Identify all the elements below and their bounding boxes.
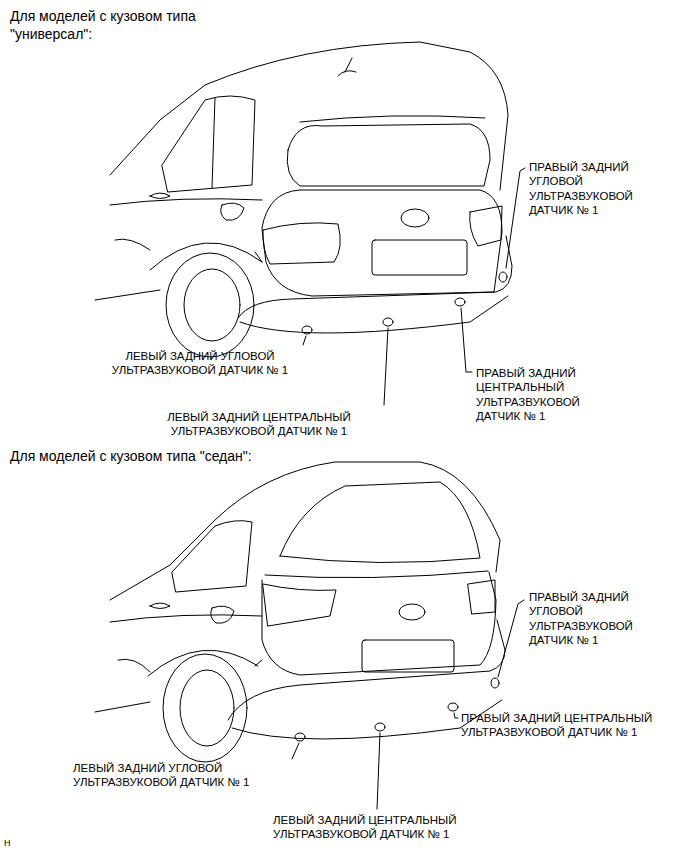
sensor — [375, 723, 385, 731]
sedan-right-taillight — [468, 580, 495, 614]
wagon-right-taillight — [470, 206, 502, 246]
leader-line — [506, 168, 525, 268]
leader-line — [498, 600, 524, 677]
wagon-bumper — [238, 236, 512, 333]
wagon-wheel-arch — [150, 243, 262, 270]
part-name: ПРАВЫЙ ЗАДНИЙ ЦЕНТРАЛЬНЫЙ УЛЬТРАЗВУКОВОЙ… — [476, 366, 606, 424]
sedan-rear-window — [280, 482, 480, 563]
leader-line — [454, 713, 458, 718]
sedan-left-taillight — [263, 584, 336, 626]
part-name: ЛЕВЫЙ ЗАДНИЙ УГЛОВОЙ УЛЬТРАЗВУКОВОЙ ДАТЧ… — [73, 761, 291, 790]
leader-line — [384, 328, 388, 405]
leader-line — [303, 336, 306, 345]
sensor — [383, 318, 393, 326]
wagon-door-handle — [150, 193, 170, 199]
figure-code: H — [4, 838, 24, 849]
part-name: ЛЕВЫЙ ЗАДНИЙ ЦЕНТРАЛЬНЫЙ УЛЬТРАЗВУКОВОЙ … — [273, 813, 523, 842]
sedan-license-plate — [362, 640, 454, 672]
sedan-trunk-edge — [265, 571, 488, 578]
sedan-drawing — [95, 462, 524, 809]
part-name: ПРАВЫЙ ЗАДНИЙ УГЛОВОЙ УЛЬТРАЗВУКОВОЙ ДАТ… — [529, 590, 659, 648]
wagon-tire — [166, 253, 254, 357]
sedan-fuel-door — [211, 606, 234, 623]
section-heading: Для моделей с кузовом типа "универсал": — [10, 8, 280, 43]
sensor — [295, 733, 305, 741]
wagon-emblem — [401, 209, 429, 227]
wagon-side-window — [162, 96, 255, 192]
part-name: ЛЕВЫЙ ЗАДНИЙ ЦЕНТРАЛЬНЫЙ УЛЬТРАЗВУКОВОЙ … — [145, 410, 373, 439]
leader-line — [377, 733, 380, 809]
sensor — [455, 298, 465, 306]
sensor — [491, 678, 499, 688]
leader-line — [292, 743, 299, 759]
sedan-rim — [180, 670, 234, 746]
sedan-tire — [163, 654, 247, 762]
wagon-body-side — [95, 199, 262, 300]
section-heading: Для моделей с кузовом типа "седан": — [10, 448, 410, 466]
sedan-emblem — [399, 604, 425, 620]
sedan-door-handle — [150, 603, 170, 609]
part-name: ЛЕВЫЙ ЗАДНИЙ УГЛОВОЙ УЛЬТРАЗВУКОВОЙ ДАТЧ… — [90, 349, 310, 378]
part-name: ПРАВЫЙ ЗАДНИЙ УГЛОВОЙ УЛЬТРАЗВУКОВОЙ ДАТ… — [529, 160, 659, 218]
sensor — [302, 326, 312, 334]
wagon-antenna — [338, 58, 356, 76]
leader-line — [461, 308, 472, 372]
sensor — [448, 703, 458, 711]
wagon-roof — [110, 42, 508, 190]
wagon-tailgate — [262, 190, 502, 296]
wagon-license-plate — [372, 240, 467, 275]
sedan-body-side — [95, 615, 262, 712]
wagon-fuel-door — [221, 203, 244, 220]
sedan-rear-panel — [262, 572, 496, 675]
wagon-rim — [184, 269, 240, 341]
wagon-left-taillight — [263, 223, 340, 264]
sensor — [499, 272, 507, 282]
sedan-side-window — [172, 521, 252, 592]
sedan-roof — [110, 462, 500, 600]
part-name: ПРАВЫЙ ЗАДНИЙ ЦЕНТРАЛЬНЫЙ УЛЬТРАЗВУКОВОЙ… — [461, 711, 686, 740]
wagon-rear-window — [287, 124, 490, 186]
wagon-spoiler — [300, 116, 485, 122]
